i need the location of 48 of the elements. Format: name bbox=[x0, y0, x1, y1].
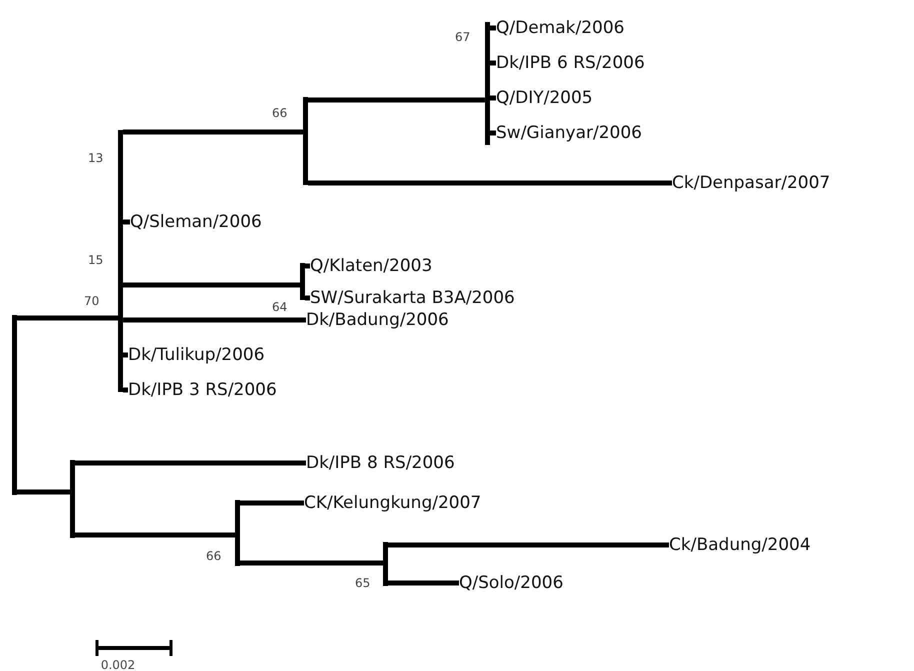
branch-line bbox=[388, 542, 669, 548]
bootstrap-value: 67 bbox=[455, 30, 470, 44]
taxon-label: Ck/Denpasar/2007 bbox=[672, 173, 830, 193]
taxon-label: CK/Kelungkung/2007 bbox=[304, 493, 482, 513]
branch-line bbox=[17, 316, 118, 320]
bootstrap-value: 70 bbox=[84, 294, 100, 308]
taxon-label: Dk/Badung/2006 bbox=[306, 310, 449, 330]
branch-line bbox=[490, 130, 496, 136]
branch-line bbox=[123, 318, 306, 322]
bootstrap-value: 13 bbox=[88, 151, 104, 165]
branch-line bbox=[305, 264, 310, 268]
bootstrap-value: 66 bbox=[206, 549, 222, 563]
bootstrap-value: 15 bbox=[88, 253, 104, 267]
branch-line bbox=[75, 532, 235, 538]
branch-line bbox=[123, 282, 300, 288]
branch-line bbox=[123, 130, 303, 134]
branch-line bbox=[308, 180, 672, 186]
branch-line bbox=[123, 388, 128, 392]
branch-line bbox=[308, 98, 485, 102]
taxon-label: Dk/IPB 6 RS/2006 bbox=[496, 53, 645, 73]
branch-line bbox=[490, 60, 496, 66]
tree-branch-bar bbox=[12, 315, 17, 495]
branch-line bbox=[305, 296, 310, 300]
tree-branch-bar bbox=[70, 460, 75, 538]
scale-value: 0.002 bbox=[100, 658, 136, 671]
taxon-label: Q/DIY/2005 bbox=[496, 88, 593, 108]
branch-line bbox=[123, 220, 130, 224]
taxon-label: SW/Surakarta B3A/2006 bbox=[310, 288, 515, 308]
branch-line bbox=[75, 460, 306, 466]
branch-line bbox=[17, 490, 70, 494]
taxon-label: Sw/Gianyar/2006 bbox=[496, 123, 642, 143]
branch-line bbox=[240, 560, 383, 566]
taxon-label: Q/Demak/2006 bbox=[496, 18, 624, 38]
taxon-label: Ck/Badung/2004 bbox=[669, 535, 811, 555]
branch-line bbox=[490, 26, 496, 30]
branch-line bbox=[388, 580, 459, 586]
taxon-label: Q/Klaten/2003 bbox=[310, 256, 432, 276]
bootstrap-value: 65 bbox=[355, 576, 370, 590]
branch-line bbox=[123, 352, 128, 358]
taxon-label: Dk/Tulikup/2006 bbox=[128, 345, 265, 365]
taxon-label: Q/Sleman/2006 bbox=[130, 212, 262, 232]
taxon-label: Q/Solo/2006 bbox=[459, 573, 564, 593]
branch-line bbox=[490, 96, 496, 100]
taxon-label: Dk/IPB 8 RS/2006 bbox=[306, 453, 455, 473]
taxon-label: Dk/IPB 3 RS/2006 bbox=[128, 380, 277, 400]
bootstrap-value: 64 bbox=[272, 300, 288, 314]
bootstrap-value: 66 bbox=[272, 106, 288, 120]
branch-line bbox=[240, 500, 304, 506]
